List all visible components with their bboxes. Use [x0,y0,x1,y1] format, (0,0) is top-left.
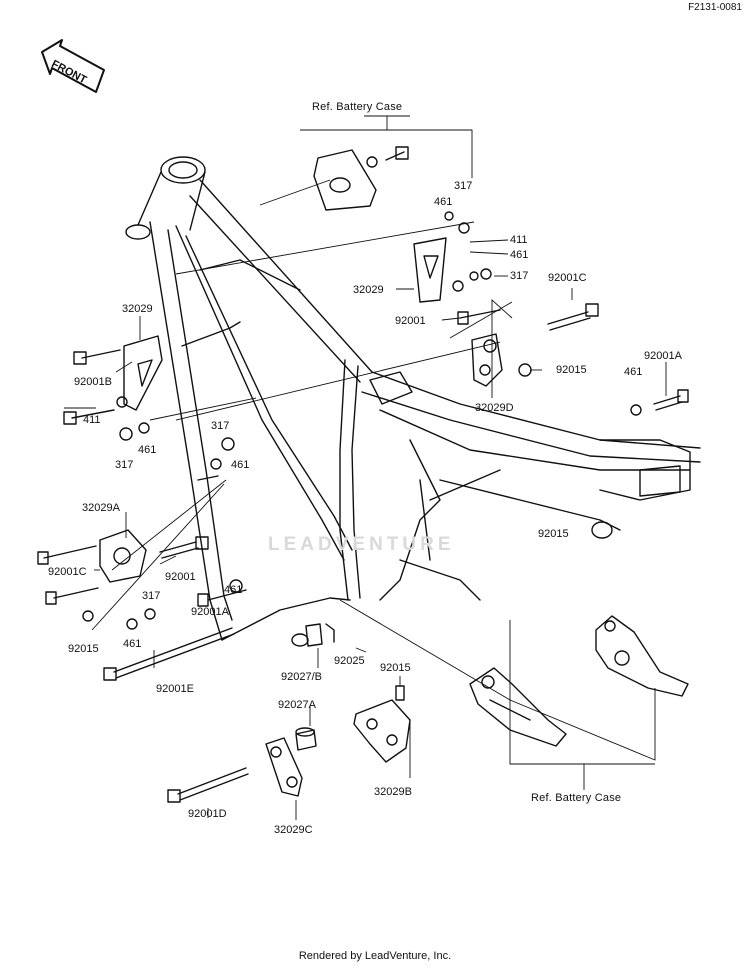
bolt-92001A-right [630,389,689,416]
bracket-32029-center [413,211,501,325]
head-tube [125,156,206,240]
bolt-92001E [103,627,235,681]
callout-32029D: 32029D [475,402,514,414]
bracket-32029-left [63,335,163,441]
callout-317: 317 [510,270,529,282]
callout-92001E: 92001E [156,683,194,695]
callout-411: 411 [83,414,101,426]
footer-credit: Rendered by LeadVenture, Inc. [298,950,452,962]
callout-92001C: 92001C [548,272,587,284]
callout-92015: 92015 [538,528,569,540]
battery-case-bracket-top [313,146,409,211]
bolt-92001C [547,303,599,331]
ref-battery-case-bottom: Ref. Battery Case [531,792,622,804]
callout-32029B: 32029B [374,786,412,798]
nuts-mid [210,437,235,470]
leader-lines [64,115,667,820]
callout-92001C: 92001C [48,566,87,578]
main-frame [149,179,373,641]
callout-92015: 92015 [68,643,99,655]
bracket-32029C [265,737,303,797]
bolt-92001D [167,767,249,803]
callout-461: 461 [231,459,250,471]
callout-32029-left: 32029 [122,303,153,315]
bracket-32029D [471,333,532,387]
front-arrow-icon [41,39,105,93]
ref-battery-case-top: Ref. Battery Case [312,101,403,113]
callout-461: 461 [434,196,453,208]
callout-461: 461 [510,249,529,261]
callout-461: 461 [138,444,157,456]
callout-92001A: 92001A [191,606,229,618]
callout-92015: 92015 [380,662,411,674]
callout-92027B: 92027/B [281,671,322,683]
callout-32029A: 32029A [82,502,120,514]
callout-461: 461 [224,584,243,596]
callout-92015: 92015 [556,364,587,376]
callout-317: 317 [454,180,473,192]
callout-461: 461 [624,366,643,378]
callout-92001A: 92001A [644,350,682,362]
callout-32029: 32029 [353,284,384,296]
callout-411: 411 [510,234,528,246]
callout-32029C: 32029C [274,824,313,836]
bolt-92001A-lower [197,579,247,607]
callout-92001: 92001 [165,571,196,583]
callout-92001B: 92001B [74,376,112,388]
callout-317: 317 [142,590,161,602]
watermark: LEADVENTURE [268,534,455,555]
battery-case-bracket-lower-right [595,615,689,697]
bracket-32029B [353,685,411,763]
callout-92001: 92001 [395,315,426,327]
callout-317: 317 [211,420,230,432]
callout-317: 317 [115,459,134,471]
callout-92001D: 92001D [188,808,227,820]
collar-92027B [291,623,335,647]
rear-subframe [361,371,701,601]
battery-case-bracket-lower-left [469,667,567,747]
callout-92025: 92025 [334,655,365,667]
bolt-92001-lower [159,536,209,559]
collar-92027A [295,727,317,751]
callout-461: 461 [123,638,142,650]
drawing-id: F2131-0081 [688,2,742,13]
callout-92027A: 92027A [278,699,316,711]
